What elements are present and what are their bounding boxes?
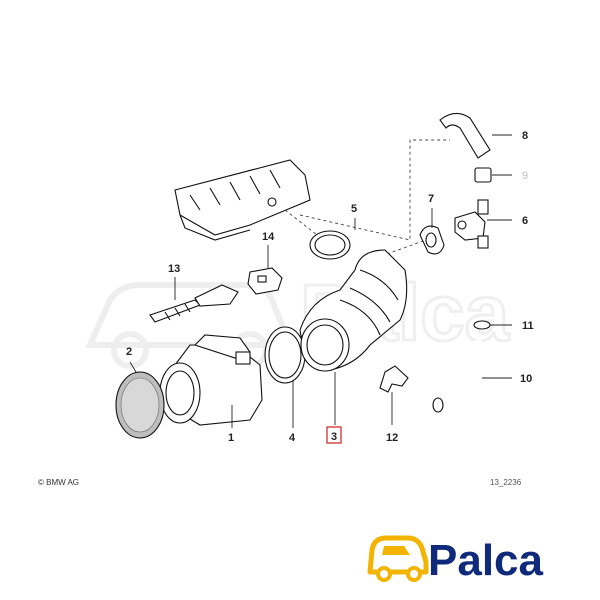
- callout-8[interactable]: 8: [522, 130, 528, 142]
- air-mass-meter: [159, 334, 263, 426]
- footer: © BMW AG 13_2236: [38, 478, 522, 487]
- callout-9[interactable]: 9: [522, 170, 528, 182]
- callout-12[interactable]: 12: [386, 432, 398, 444]
- car-icon: [367, 535, 429, 582]
- intake-manifold: [174, 159, 311, 241]
- callout-10[interactable]: 10: [520, 373, 532, 385]
- gasket: [419, 225, 445, 255]
- callout-5[interactable]: 5: [351, 203, 357, 215]
- callout-13[interactable]: 13: [168, 263, 180, 275]
- copyright: © BMW AG: [38, 478, 79, 487]
- small-connector: [474, 167, 492, 183]
- intake-boot: [299, 249, 408, 372]
- long-hose: [432, 339, 484, 414]
- mesh-screen: [115, 371, 165, 439]
- small-ring: [473, 320, 491, 330]
- callout-11[interactable]: 11: [522, 320, 534, 332]
- clamp-ring: [264, 326, 306, 384]
- highlight-box: [326, 426, 342, 444]
- callout-7[interactable]: 7: [428, 193, 434, 205]
- palca-logo: Palca: [367, 535, 544, 585]
- callout-4[interactable]: 4: [289, 432, 296, 444]
- angled-fitting: [379, 365, 409, 393]
- figure-id: 13_2236: [490, 478, 522, 487]
- callout-1[interactable]: 1: [228, 432, 234, 444]
- brand-name: Palca: [428, 536, 544, 585]
- sensor-plug: [247, 267, 283, 295]
- valve-connector: [454, 199, 489, 249]
- hose-elbow: [439, 112, 491, 159]
- leader-lines: [129, 134, 512, 428]
- callout-3[interactable]: 3: [331, 431, 337, 443]
- hose-clamp: [309, 230, 351, 260]
- callout-14[interactable]: 14: [262, 231, 275, 243]
- vent-tube: [149, 284, 239, 323]
- callout-6[interactable]: 6: [522, 215, 528, 227]
- callouts: 1 2 3 4 5 6 7 8 9 10 11 12 13 14: [126, 130, 534, 444]
- callout-2[interactable]: 2: [126, 346, 132, 358]
